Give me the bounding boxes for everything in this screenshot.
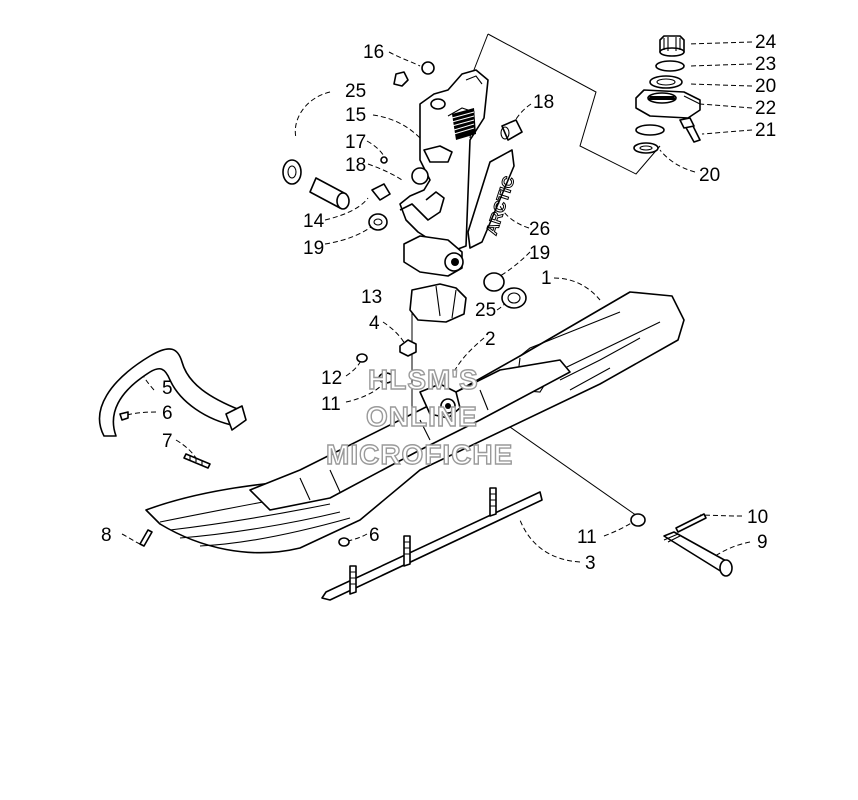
callout-10: 10 (747, 507, 768, 528)
watermark: HLSM'S ONLINE MICROFICHE (325, 363, 513, 470)
spindle-15 (399, 69, 489, 253)
callout-15: 15 (345, 105, 366, 126)
cap-24 (659, 35, 685, 57)
callout-5: 5 (162, 378, 173, 399)
callout-14: 14 (303, 211, 325, 232)
bushing-18-mid (411, 167, 429, 185)
callout-25: 25 (345, 81, 366, 102)
wear-bar-3 (321, 487, 543, 601)
bracket-13 (409, 283, 467, 323)
callout-3: 3 (585, 553, 596, 574)
callout-16: 16 (363, 42, 384, 63)
clamp-22 (635, 89, 701, 119)
nut-4 (399, 339, 417, 357)
nut-17 (380, 156, 388, 164)
washer-11-upper (378, 372, 394, 384)
callout-20: 20 (755, 76, 776, 97)
washer-23 (655, 60, 685, 72)
callout-6: 6 (369, 525, 380, 546)
bolt-9 (663, 531, 733, 577)
bushing-18-left (371, 183, 391, 201)
callout-19: 19 (303, 238, 324, 259)
callout-26: 26 (529, 219, 550, 240)
callout-18: 18 (345, 155, 366, 176)
bolt-8 (139, 529, 153, 547)
callout-8: 8 (101, 525, 112, 546)
nut-16 (393, 61, 435, 87)
callout-12: 12 (321, 368, 342, 389)
callout-1: 1 (541, 268, 552, 289)
washer-20-top (649, 75, 683, 89)
callout-11: 11 (321, 394, 341, 415)
callout-21: 21 (755, 120, 776, 141)
nut-12 (356, 353, 368, 363)
bushing-19-left (368, 213, 388, 231)
bushing-25-left (282, 159, 302, 185)
callout-23: 23 (755, 54, 776, 75)
watermark-line-1: HLSM'S (368, 364, 479, 395)
callout-4: 4 (369, 313, 380, 334)
parts-art: ARCTIC (98, 35, 733, 601)
rivet-6 (119, 411, 129, 421)
ski-1 (145, 291, 685, 554)
callout-25: 25 (475, 300, 496, 321)
callout-9: 9 (757, 532, 768, 553)
sleeve-14 (309, 177, 350, 210)
knuckle (403, 235, 464, 277)
callout-19: 19 (529, 243, 550, 264)
callout-6: 6 (162, 403, 173, 424)
decal-26: ARCTIC (467, 149, 519, 249)
watermark-line-2: ONLINE (366, 401, 478, 432)
handle-loop-5 (98, 348, 247, 437)
callout-13: 13 (361, 287, 382, 308)
bushing-18-right (500, 119, 523, 141)
bushing-19-right (483, 272, 505, 292)
pin-10 (675, 513, 707, 533)
bushing-25-right (501, 287, 527, 309)
washer-11-lower (630, 513, 646, 527)
watermark-line-3: MICROFICHE (326, 439, 513, 470)
callout-20: 20 (699, 165, 720, 186)
screw-7 (183, 453, 211, 469)
callout-24: 24 (755, 32, 777, 53)
washer-20-low (633, 142, 659, 154)
callout-22: 22 (755, 98, 776, 119)
callout-17: 17 (345, 132, 366, 153)
bolt-21 (679, 117, 701, 143)
callout-7: 7 (162, 431, 173, 452)
callout-18: 18 (533, 92, 554, 113)
callouts: 24 23 20 22 21 20 16 25 15 18 17 18 14 1… (101, 32, 777, 574)
callout-11: 11 (577, 527, 597, 548)
washer-20-mid (635, 124, 665, 136)
nut-6-lower (338, 537, 350, 547)
callout-2: 2 (485, 329, 496, 350)
